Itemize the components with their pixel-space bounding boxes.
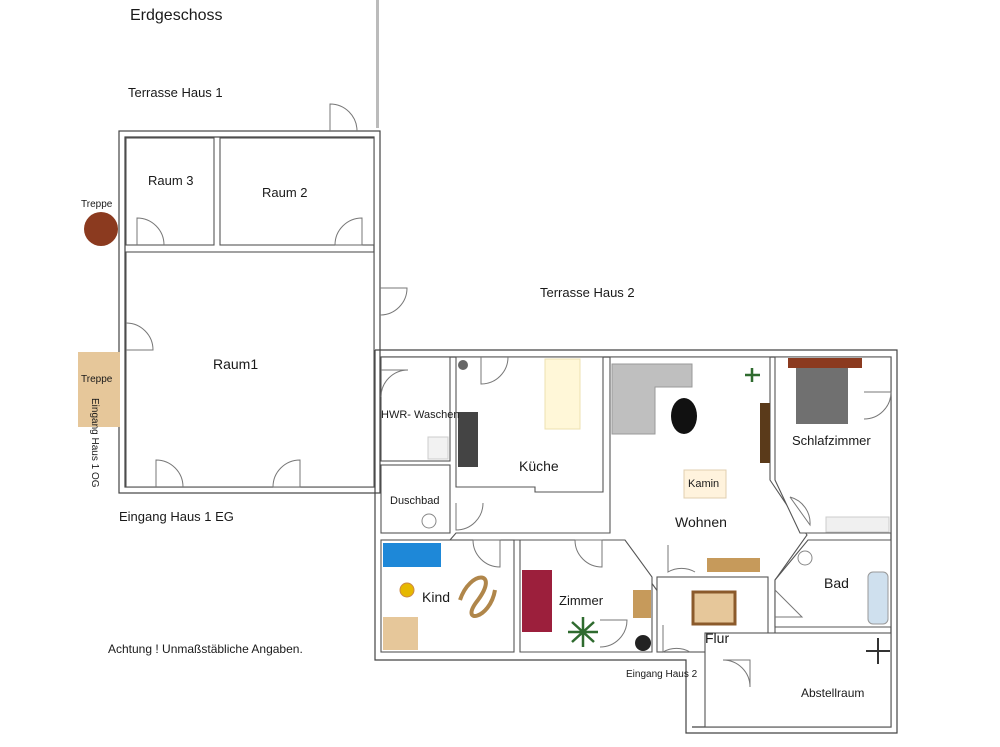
treppe-wood-label: Treppe xyxy=(81,374,113,385)
room-bad: Bad xyxy=(824,575,849,591)
stair-round xyxy=(84,212,118,246)
house-1-walls xyxy=(118,130,381,494)
page-title: Erdgeschoss xyxy=(130,7,223,24)
terrasse-haus-2-label: Terrasse Haus 2 xyxy=(540,285,635,300)
room-kueche: Küche xyxy=(519,458,559,474)
stair-wood xyxy=(78,352,120,427)
eingang-haus-1-og-label: Eingang Haus 1 OG xyxy=(89,398,100,488)
house-2-rooms xyxy=(380,356,892,728)
eingang-haus-1-eg-label: Eingang Haus 1 EG xyxy=(119,509,234,524)
room-raum1: Raum1 xyxy=(213,356,258,372)
room-wohnen: Wohnen xyxy=(675,514,727,530)
room-schlafzimmer: Schlafzimmer xyxy=(792,433,871,448)
room-flur: Flur xyxy=(705,630,729,646)
room-abstellraum: Abstellraum xyxy=(801,686,864,700)
unscaled-note: Achtung ! Unmaßstäbliche Angaben. xyxy=(108,642,303,656)
room-raum3: Raum 3 xyxy=(148,173,194,188)
armchair xyxy=(671,398,697,434)
pole xyxy=(376,0,379,128)
terrasse-haus-1-label: Terrasse Haus 1 xyxy=(128,85,223,100)
room-hwr: HWR- Waschen xyxy=(381,409,459,421)
room-kind: Kind xyxy=(422,589,450,605)
house-2-doors xyxy=(380,356,892,688)
furniture xyxy=(383,358,890,664)
eingang-haus-2-label: Eingang Haus 2 xyxy=(626,669,698,680)
house-1-doors xyxy=(125,103,408,488)
room-zimmer: Zimmer xyxy=(559,593,604,608)
room-raum2: Raum 2 xyxy=(262,185,308,200)
treppe-round-label: Treppe xyxy=(81,199,113,210)
room-duschbad: Duschbad xyxy=(390,495,440,507)
kamin-label: Kamin xyxy=(688,478,719,490)
